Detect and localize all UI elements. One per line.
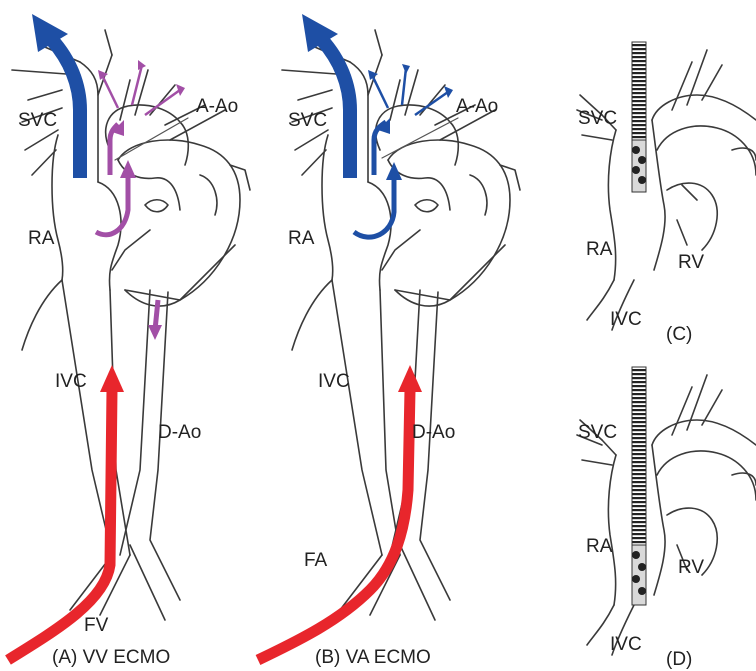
drainage-arrow-head	[100, 365, 124, 392]
label-ivc: IVC	[610, 634, 642, 655]
label-ra: RA	[586, 536, 613, 557]
caption-c: (C)	[666, 324, 692, 345]
label-ivc: IVC	[610, 309, 642, 330]
label-ivc: IVC	[55, 371, 87, 392]
label-svc: SVC	[288, 110, 327, 131]
label-ra: RA	[586, 239, 613, 260]
label-dao: D-Ao	[412, 422, 455, 443]
label-rv: RV	[678, 557, 704, 578]
anatomy-outline-d	[577, 375, 756, 655]
label-svc: SVC	[578, 422, 617, 443]
label-svc: SVC	[18, 110, 57, 131]
caption-d: (D)	[666, 649, 692, 670]
label-fa: FA	[304, 550, 328, 571]
return-cannula-arrow-head	[398, 365, 422, 392]
label-aao: A-Ao	[196, 96, 238, 117]
panel-c: SVC RA RV IVC (C)	[577, 42, 756, 345]
caption-a: (A) VV ECMO	[52, 647, 170, 668]
caption-b: (B) VA ECMO	[315, 647, 431, 668]
panel-b-va-ecmo: SVC RA A-Ao IVC D-Ao FA (B) VA ECMO	[258, 14, 520, 668]
label-rv: RV	[678, 252, 704, 273]
label-fv: FV	[84, 615, 109, 636]
label-dao: D-Ao	[158, 422, 201, 443]
label-aao: A-Ao	[456, 96, 498, 117]
label-ra: RA	[288, 228, 315, 249]
label-ra: RA	[28, 228, 55, 249]
label-svc: SVC	[578, 108, 617, 129]
anatomy-outline-c	[577, 50, 756, 330]
label-ivc: IVC	[318, 371, 350, 392]
panel-a-vv-ecmo: SVC RA A-Ao IVC D-Ao FV (A) VV ECMO	[8, 14, 250, 668]
panel-d: SVC RA RV IVC (D)	[577, 367, 756, 670]
